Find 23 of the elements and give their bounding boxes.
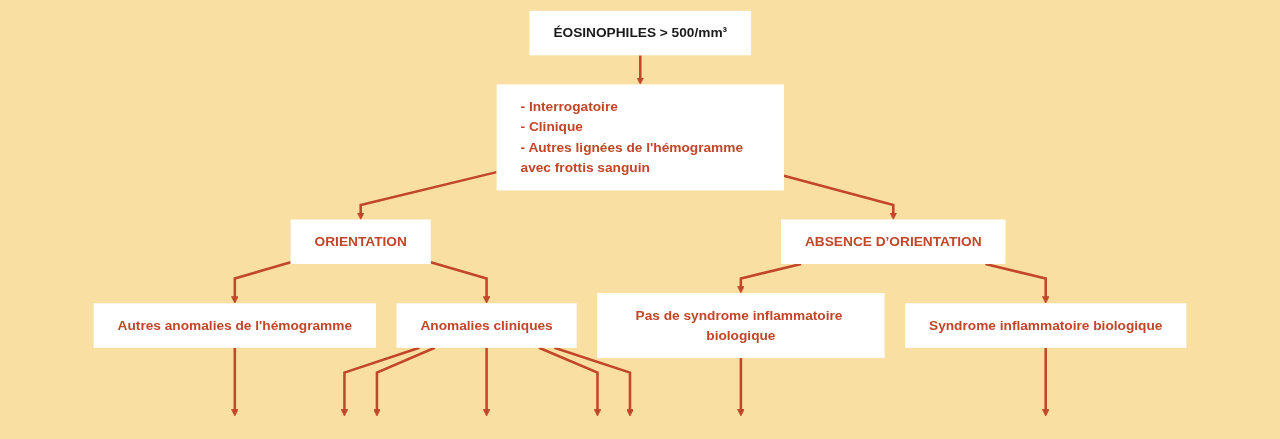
node-box: Syndrome inflammatoire biologique (905, 303, 1187, 348)
arrow (231, 347, 239, 417)
arrow (783, 174, 898, 220)
arrow (373, 346, 436, 417)
arrow (231, 260, 291, 304)
arrow (737, 358, 745, 417)
arrow (482, 347, 491, 417)
arrow (636, 55, 644, 85)
node-box: Anomalies cliniques (396, 303, 577, 348)
node-box: ÉOSINOPHILES > 500/mm³ (529, 10, 752, 56)
arrow (340, 346, 420, 417)
arrow (1041, 347, 1050, 417)
node-box: Autres anomalies de l'hémogramme (93, 303, 376, 348)
arrow (985, 262, 1050, 304)
node-box: ABSENCE D’ORIENTATION (781, 219, 1006, 264)
arrow (737, 262, 802, 294)
node-box: Pas de syndrome inflammatoire biologique (597, 293, 885, 359)
arrow (430, 260, 491, 304)
arrow (356, 170, 497, 220)
arrow (538, 346, 602, 417)
arrow (553, 346, 634, 417)
node-box: ORIENTATION (290, 219, 431, 264)
node-box: - Interrogatoire - Clinique - Autres lignées de l'hémogramme avec frottis sanguin (496, 84, 784, 191)
